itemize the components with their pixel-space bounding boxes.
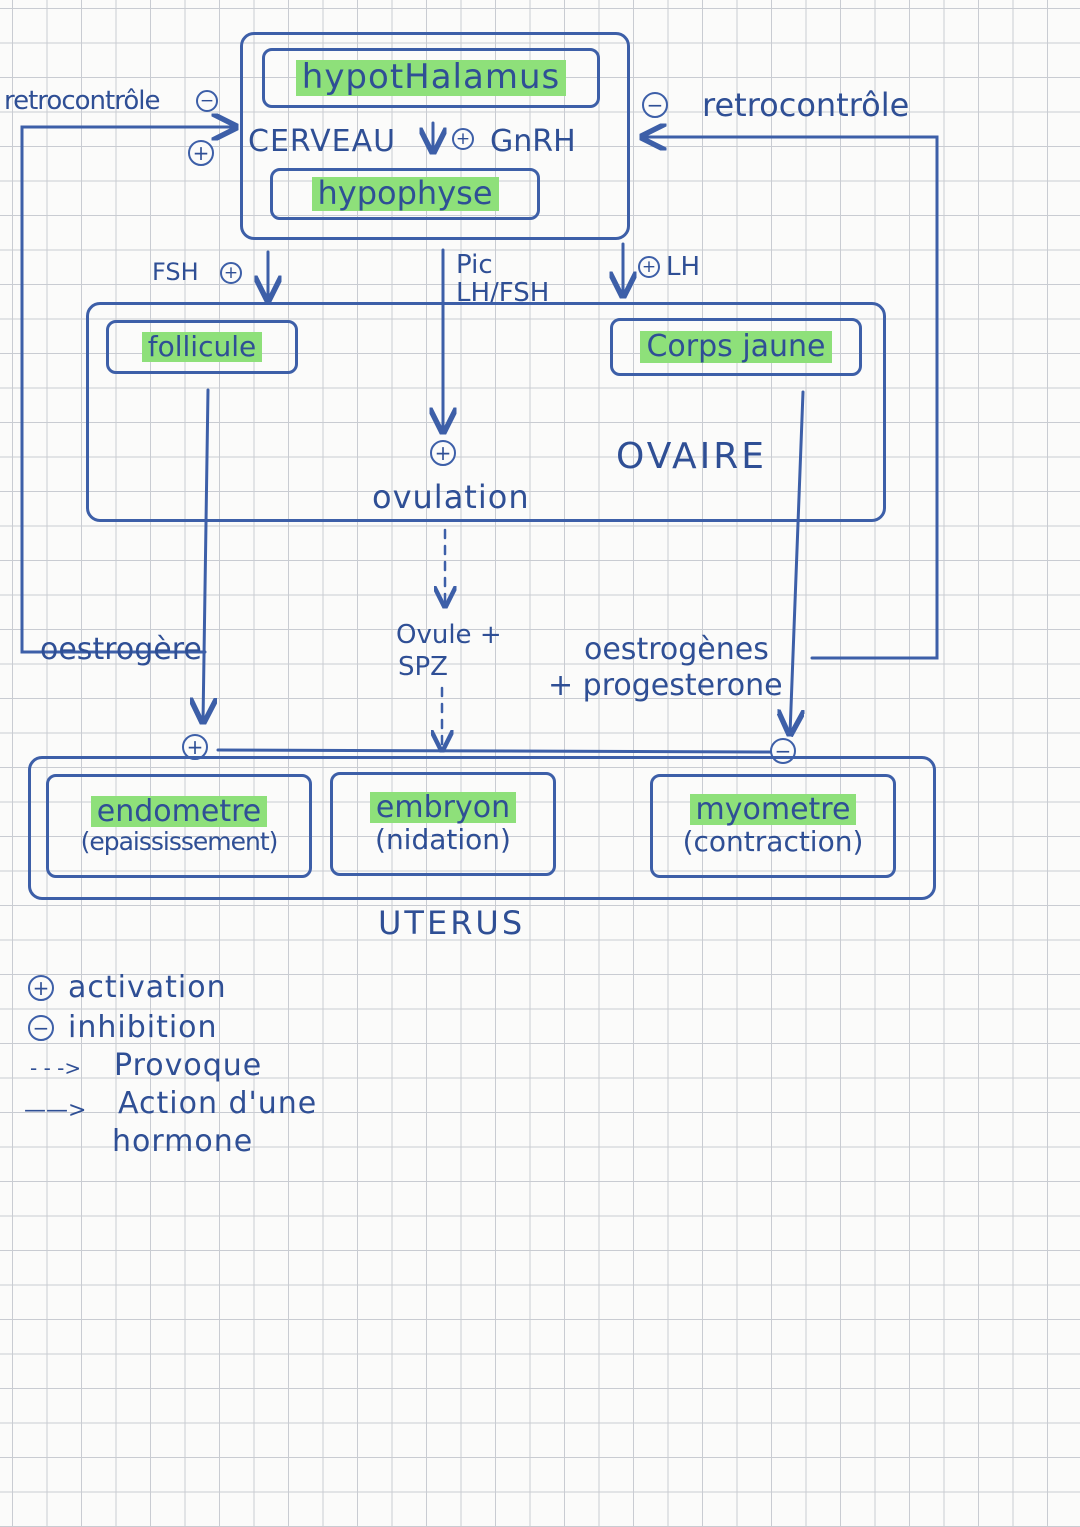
myometrium-minus-icon: − [770, 738, 796, 764]
inhibition-icon: − [28, 1014, 54, 1041]
uterus-label: UTERUS [378, 904, 526, 942]
corpus-luteum-label: Corps jaune [640, 331, 832, 363]
ovule-label-line1: Ovule + [396, 620, 502, 650]
gnrh-plus-icon: + [452, 128, 474, 150]
uterus-frame [28, 756, 936, 900]
oestrogen-label: oestrogère [40, 632, 202, 667]
follicle-to-endometrium-arrow [203, 388, 208, 722]
brain-label: CERVEAU [248, 124, 397, 159]
myometrium-box: myometre (contraction) [650, 774, 896, 878]
gnrh-label: GnRH [490, 124, 576, 159]
activation-icon: + [28, 974, 54, 1001]
brain-frame [240, 32, 630, 240]
embryo-box: embryon (nidation) [330, 772, 556, 876]
hypophysis-label: hypophyse [311, 177, 499, 211]
uterus-top-line [216, 748, 777, 754]
fsh-plus-icon: + [220, 262, 242, 284]
hypothalamus-box: hypotHalamus [262, 48, 600, 108]
endometrium-note: (epaississement) [80, 827, 279, 857]
legend-activation-label: activation [68, 970, 227, 1005]
lh-plus-icon: + [638, 256, 660, 278]
left-feedback-label: retrocontrôle [4, 86, 160, 116]
embryo-label: embryon [369, 792, 517, 824]
legend-action-line2: hormone [112, 1124, 254, 1159]
ovulation-label: ovulation [372, 478, 530, 516]
corpus-to-myometrium-arrow [790, 390, 805, 734]
endometrium-plus-icon: + [182, 734, 208, 760]
lh-label: LH [666, 252, 701, 282]
corpus-luteum-box: Corps jaune [610, 318, 862, 376]
endometrium-box: endometre (epaississement) [46, 774, 312, 878]
follicle-label: follicule [141, 332, 263, 362]
right-feedback-minus-icon: − [642, 92, 668, 118]
oestrogens-label-line2: + progesterone [548, 668, 783, 703]
myometrium-note: (contraction) [682, 825, 864, 859]
embryo-note: (nidation) [375, 823, 511, 857]
hypothalamus-label: hypotHalamus [295, 59, 567, 96]
ovary-frame [86, 302, 886, 522]
follicle-box: follicule [106, 320, 298, 374]
left-feedback-line [20, 127, 236, 654]
dashed-arrow-icon: - - -> [30, 1056, 82, 1080]
ovary-label: OVAIRE [616, 436, 768, 477]
hypophysis-box: hypophyse [270, 168, 540, 220]
fsh-label: FSH [152, 258, 199, 286]
legend-inhibition-label: inhibition [68, 1010, 218, 1045]
myometrium-label: myometre [689, 794, 857, 826]
right-feedback-label: retrocontrôle [702, 86, 910, 124]
legend-inhibition: − inhibition [28, 1010, 218, 1045]
ovule-label-line2: SPZ [398, 652, 448, 682]
endometrium-label: endometre [90, 796, 268, 828]
left-feedback-plus-icon: + [188, 140, 214, 166]
solid-arrow-icon: ——> [24, 1098, 87, 1123]
legend-provoque-label: Provoque [114, 1048, 263, 1083]
oestrogens-label-line1: oestrogènes [584, 632, 769, 667]
legend-activation: + activation [28, 970, 227, 1005]
ovulation-plus-icon: + [430, 440, 456, 466]
left-feedback-minus-icon: − [196, 90, 218, 112]
pic-label-line1: Pic [456, 250, 493, 280]
right-feedback-line [642, 137, 939, 660]
legend-action-line1: Action d'une [118, 1086, 318, 1121]
